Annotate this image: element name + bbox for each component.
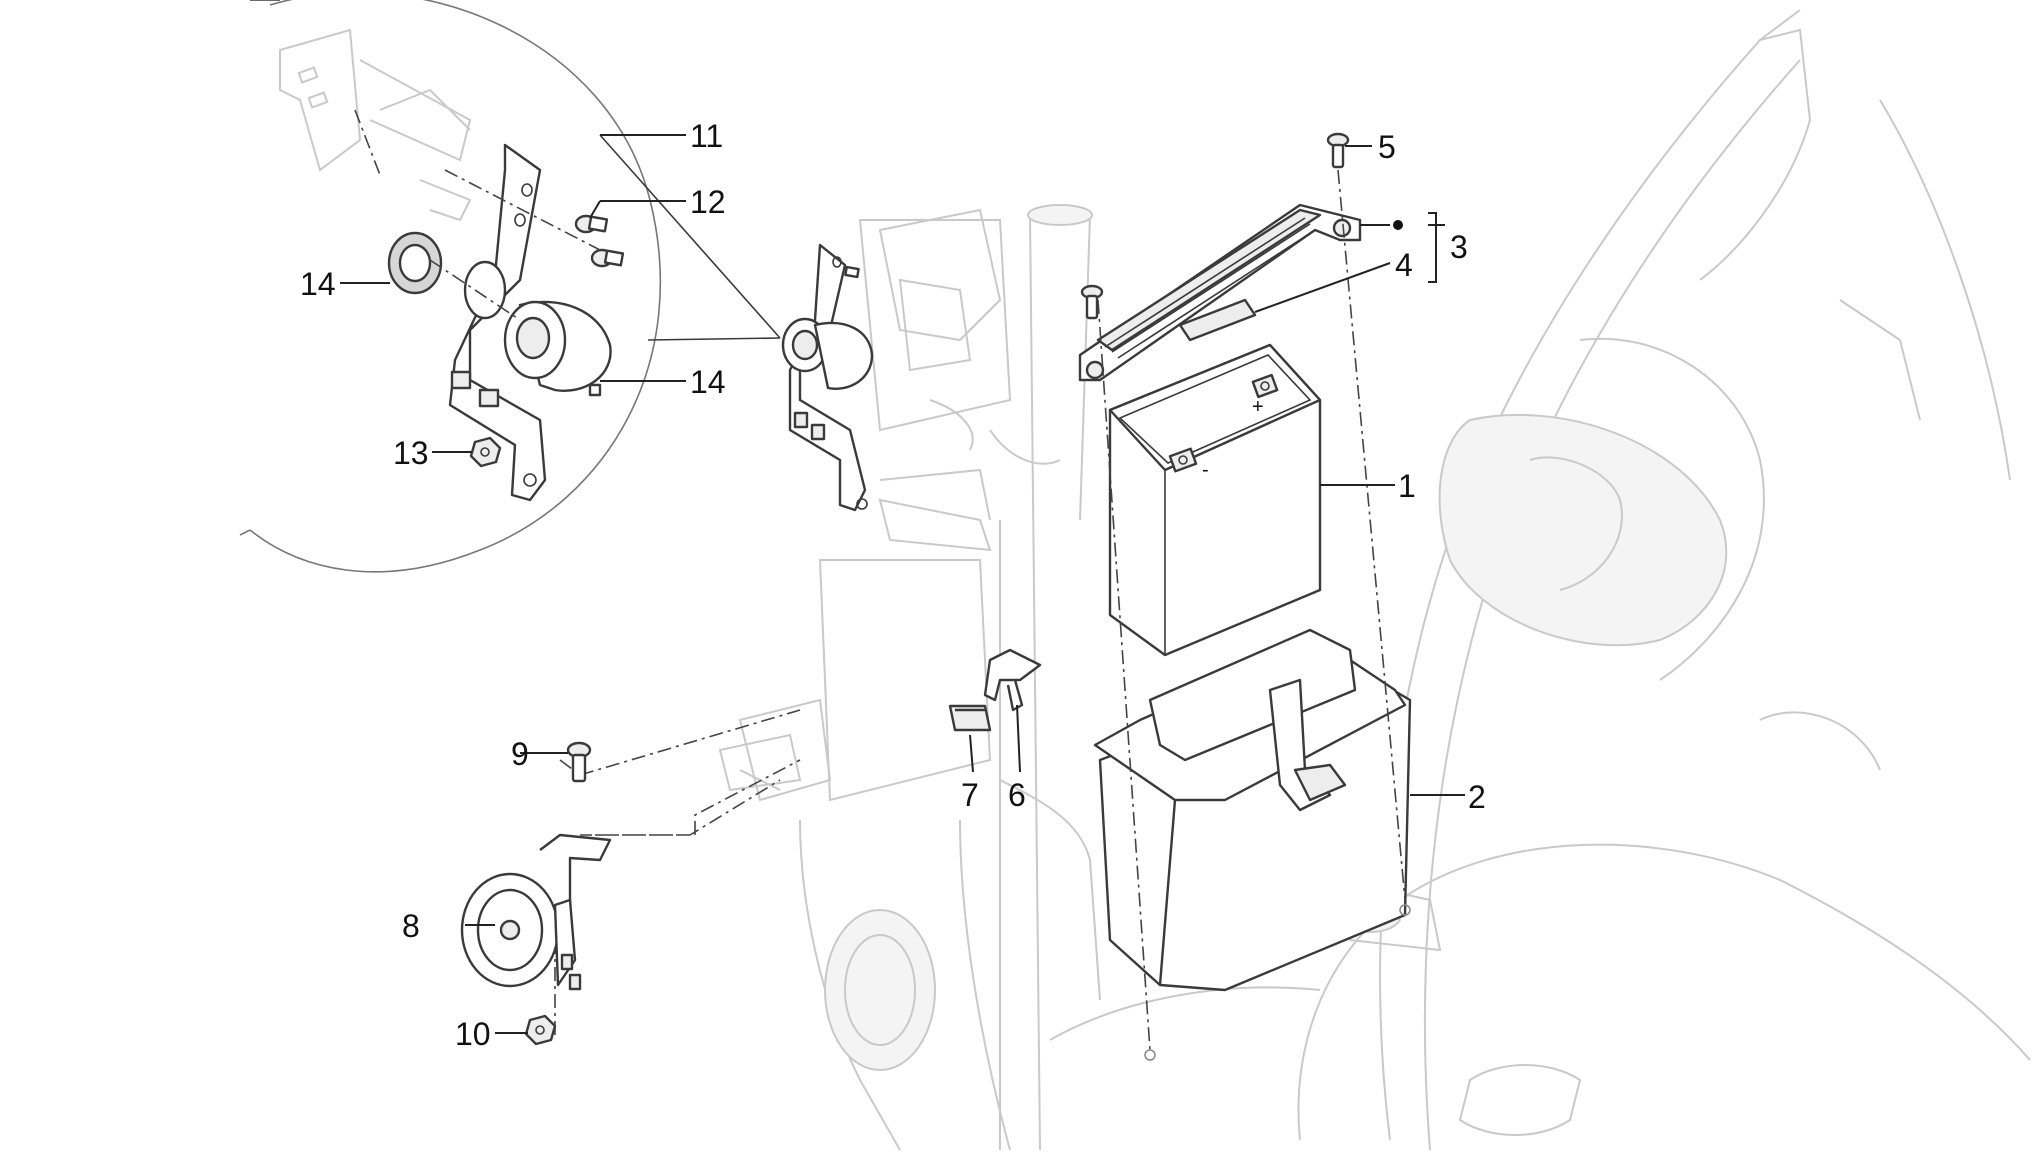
connector-part-6 — [983, 648, 1042, 712]
detail-inset — [239, 0, 781, 573]
label-part-4 — [1178, 298, 1257, 342]
bolt-part-9 — [566, 741, 592, 783]
ring-nut-part-14 — [387, 231, 443, 295]
callout-6: 6 — [1008, 777, 1026, 813]
strap-marker-dot — [1393, 220, 1403, 230]
callout-4: 4 — [1395, 247, 1413, 283]
screw-left-strap — [1080, 284, 1104, 320]
nut-part-13 — [469, 436, 502, 468]
screw-part-5 — [1326, 132, 1350, 169]
callout-labels: 1 2 3 4 5 6 7 8 9 10 11 12 13 14 14 — [300, 118, 1486, 1052]
callout-8: 8 — [402, 908, 420, 944]
callout-9: 9 — [511, 736, 529, 772]
callout-5: 5 — [1378, 129, 1396, 165]
assembled-bracket — [781, 208, 1002, 552]
battery-minus-mark: - — [1202, 459, 1209, 481]
callout-1: 1 — [1398, 468, 1416, 504]
battery-strap-part-3 — [1078, 203, 1362, 382]
callout-12: 12 — [690, 184, 726, 220]
inset-mount-ghost — [279, 28, 472, 222]
horn-part-8 — [460, 833, 612, 991]
callout-14-bushing: 14 — [690, 364, 726, 400]
callout-14-ring-nut: 14 — [300, 266, 336, 302]
bushing-part-14 — [503, 300, 612, 397]
nut-part-10 — [524, 1014, 557, 1046]
battery-box-part-2 — [1093, 628, 1412, 992]
bracket-part-11 — [448, 143, 547, 502]
callout-11: 11 — [690, 118, 723, 154]
connectors — [948, 648, 1042, 732]
horn-assembly — [460, 709, 802, 1046]
screws-part-12 — [574, 214, 625, 268]
callout-10: 10 — [455, 1016, 491, 1052]
scooter-frame-ghost — [738, 9, 2031, 1151]
callout-7: 7 — [961, 777, 979, 813]
connector-part-7 — [948, 704, 992, 732]
battery-plus-mark: + — [1252, 396, 1264, 418]
callout-2: 2 — [1468, 779, 1486, 815]
assembly-line-left — [1097, 299, 1151, 1051]
callout-3: 3 — [1450, 229, 1468, 265]
callout-13: 13 — [393, 435, 429, 471]
leader-lines — [340, 134, 1465, 1034]
battery-part-1: + - — [1108, 343, 1322, 657]
